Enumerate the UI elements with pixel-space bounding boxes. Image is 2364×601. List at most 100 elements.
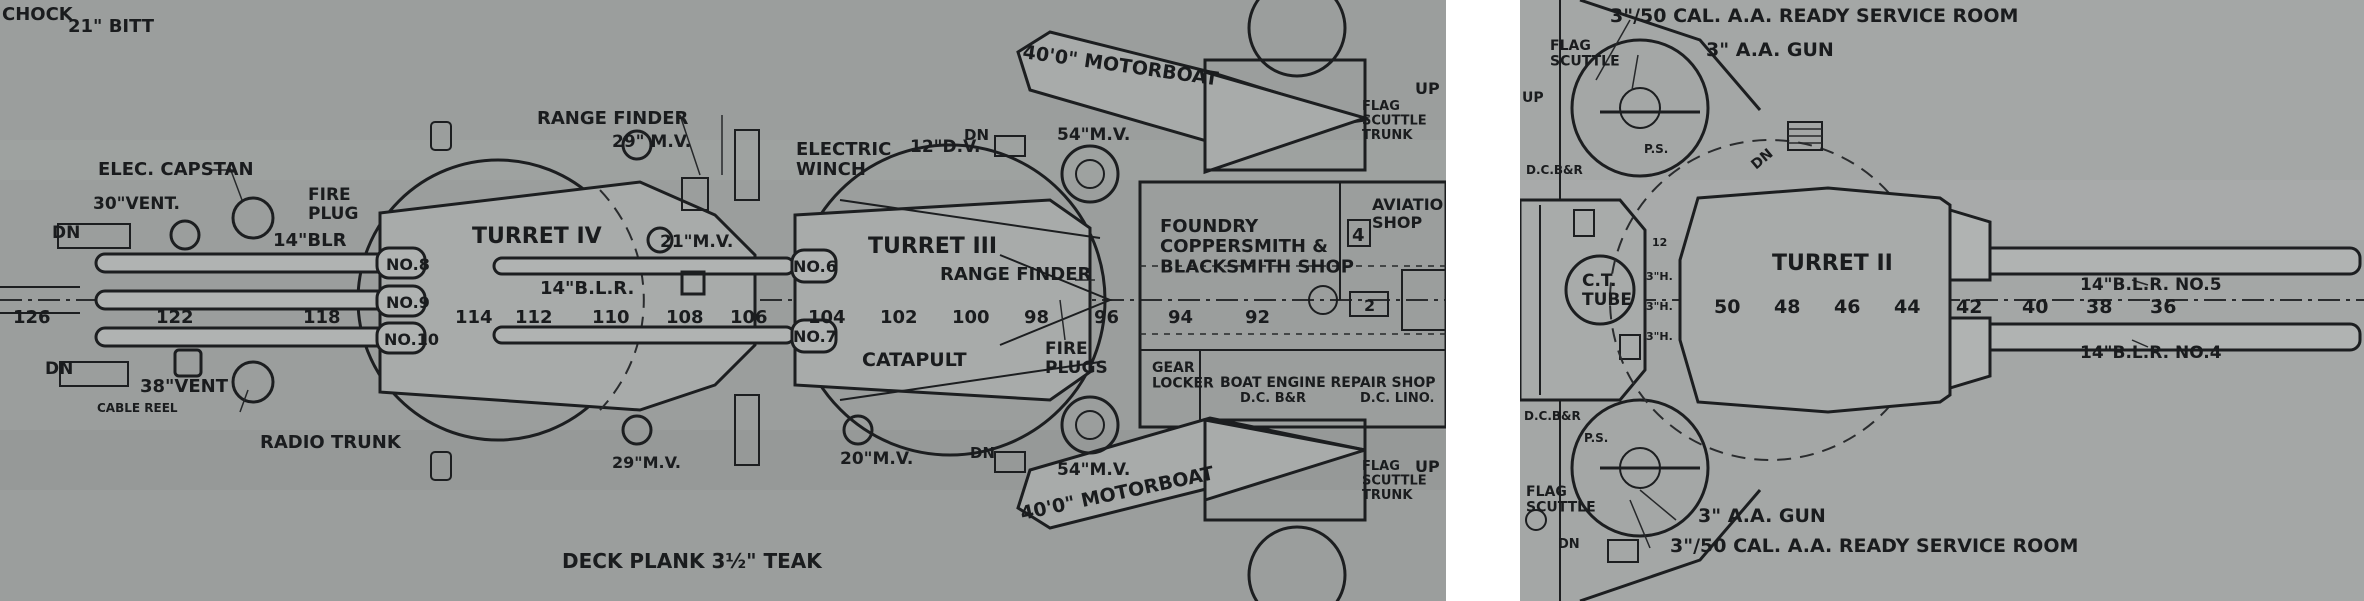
label-bitt: 21" BITT xyxy=(68,16,155,37)
label-range-finder-2: RANGE FINDER xyxy=(940,264,1091,285)
label-box-4: 4 xyxy=(1352,225,1365,246)
label-29-mv-bottom: 29"M.V. xyxy=(612,453,681,472)
frame-number: 94 xyxy=(1168,307,1193,328)
label-blr-no4: 14"B.L.R. NO.4 xyxy=(2080,343,2222,363)
frame-number: 48 xyxy=(1774,296,1800,318)
label-dc-bsr: D.C. B&R xyxy=(1240,391,1306,406)
label-radio-trunk: RADIO TRUNK xyxy=(260,432,402,453)
label-ready-service-room-top: 3"/50 CAL. A.A. READY SERVICE ROOM xyxy=(1610,5,2018,27)
label-dc-bsr-top: D.C.B&R xyxy=(1526,163,1583,177)
gun-no9-barrel xyxy=(94,289,423,311)
frame-number: 118 xyxy=(303,307,341,328)
frame-number: 44 xyxy=(1894,296,1920,318)
frame-number: 106 xyxy=(730,307,768,328)
label-30-vent: 30"VENT. xyxy=(93,194,180,214)
label-38-vent: 38"VENT xyxy=(140,376,229,397)
right-drawing-panel: 50 48 46 44 42 40 38 36 3"/50 CAL. A.A. … xyxy=(1520,0,2364,601)
frame-number-scale-left: 126 122 118 114 112 110 108 106 104 102 … xyxy=(13,307,1270,328)
label-blr-no5: 14"B.L.R. NO.5 xyxy=(2080,275,2222,295)
frame-number: 36 xyxy=(2150,296,2176,318)
label-dc-lino: D.C. LINO. xyxy=(1360,391,1434,406)
aa-gun-mount-bottom xyxy=(1570,398,1710,538)
label-turret-iii: TURRET III xyxy=(868,234,997,259)
label-aa-gun-bottom: 3" A.A. GUN xyxy=(1698,505,1826,527)
label-20-mv: 20"M.V. xyxy=(840,449,913,469)
label-gun-no8: NO.8 xyxy=(386,255,430,274)
label-3h: 3"H. xyxy=(1646,300,1673,313)
turret-iv-housing xyxy=(378,180,757,412)
gun-no10-barrel xyxy=(94,326,423,348)
label-ct-tube: C.T.TUBE xyxy=(1582,271,1632,310)
label-dc-bsr-bottom: D.C.B&R xyxy=(1524,409,1581,423)
left-drawing-panel: 126 122 118 114 112 110 108 106 104 102 … xyxy=(0,0,1446,601)
label-12-dv: 12"D.V. xyxy=(910,137,981,157)
label-turret-ii: TURRET II xyxy=(1772,251,1893,276)
ct-tube xyxy=(1564,254,1636,326)
label-up: UP xyxy=(1415,457,1440,476)
elec-capstan xyxy=(231,196,275,240)
label-range-finder: RANGE FINDER xyxy=(537,108,688,129)
label-29-mv-top: 29" M.V. xyxy=(612,132,691,152)
frame-number: 40 xyxy=(2022,296,2048,318)
label-box-2: 2 xyxy=(1364,296,1375,315)
frame-number: 96 xyxy=(1094,307,1119,328)
label-up: UP xyxy=(1415,79,1440,98)
frame-number: 100 xyxy=(952,307,990,328)
label-ps-bottom: P.S. xyxy=(1584,431,1608,445)
label-gun-no7: NO.7 xyxy=(793,327,837,346)
label-catapult: CATAPULT xyxy=(862,349,967,371)
label-dn: DN xyxy=(964,126,989,144)
frame-number: 122 xyxy=(156,307,194,328)
label-boat-engine-repair: BOAT ENGINE REPAIR SHOP xyxy=(1220,375,1435,391)
frame-number: 108 xyxy=(666,307,704,328)
frame-number: 110 xyxy=(592,307,630,328)
label-14-blr: 14"BLR xyxy=(273,230,347,251)
label-54-mv-bottom: 54"M.V. xyxy=(1057,460,1130,480)
boat-crane-top xyxy=(1247,0,1347,78)
label-turret-iv: TURRET IV xyxy=(472,224,602,249)
label-up: UP xyxy=(1522,90,1544,106)
left-deck-plan: 126 122 118 114 112 110 108 106 104 102 … xyxy=(0,0,1446,601)
label-3h: 3"H. xyxy=(1646,270,1673,283)
frame-number: 50 xyxy=(1714,296,1740,318)
frame-number: 126 xyxy=(13,307,51,328)
frame-number: 46 xyxy=(1834,296,1860,318)
turret-iii-housing xyxy=(793,198,1092,402)
frame-number: 114 xyxy=(455,307,493,328)
panel-gap xyxy=(1446,0,1520,601)
label-3h: 3"H. xyxy=(1646,330,1673,343)
frame-number: 42 xyxy=(1956,296,1982,318)
label-dn: DN xyxy=(970,444,995,462)
gun-no8-barrel xyxy=(94,252,423,274)
label-dn: DN xyxy=(45,359,73,379)
label-21-mv: 21"M.V. xyxy=(660,232,733,252)
frame-number-scale-right: 50 48 46 44 42 40 38 36 xyxy=(1714,296,2176,318)
label-54-mv-top: 54"M.V. xyxy=(1057,125,1130,145)
label-14-blr-b: 14"B.L.R. xyxy=(540,278,634,299)
label-gun-no9: NO.9 xyxy=(386,293,430,312)
aa-gun-mount-top xyxy=(1570,38,1710,178)
label-elec-capstan: ELEC. CAPSTAN xyxy=(98,159,254,180)
label-aa-gun-top: 3" A.A. GUN xyxy=(1706,39,1834,61)
foundry-shop-block xyxy=(1138,180,1446,429)
gun-no5-barrel xyxy=(1963,246,2362,276)
label-h-12: 12 xyxy=(1652,236,1667,249)
turret-ii-housing xyxy=(1678,186,1952,414)
mv-54-bottom-fixture xyxy=(1060,395,1120,455)
label-dn: DN xyxy=(52,223,80,243)
frame-number: 38 xyxy=(2086,296,2112,318)
ladder-bottom xyxy=(1607,539,1639,563)
frame-number: 98 xyxy=(1024,307,1049,328)
frame-number: 92 xyxy=(1245,307,1270,328)
label-gun-no6: NO.6 xyxy=(793,257,837,276)
label-chock: CHOCK xyxy=(2,4,74,25)
